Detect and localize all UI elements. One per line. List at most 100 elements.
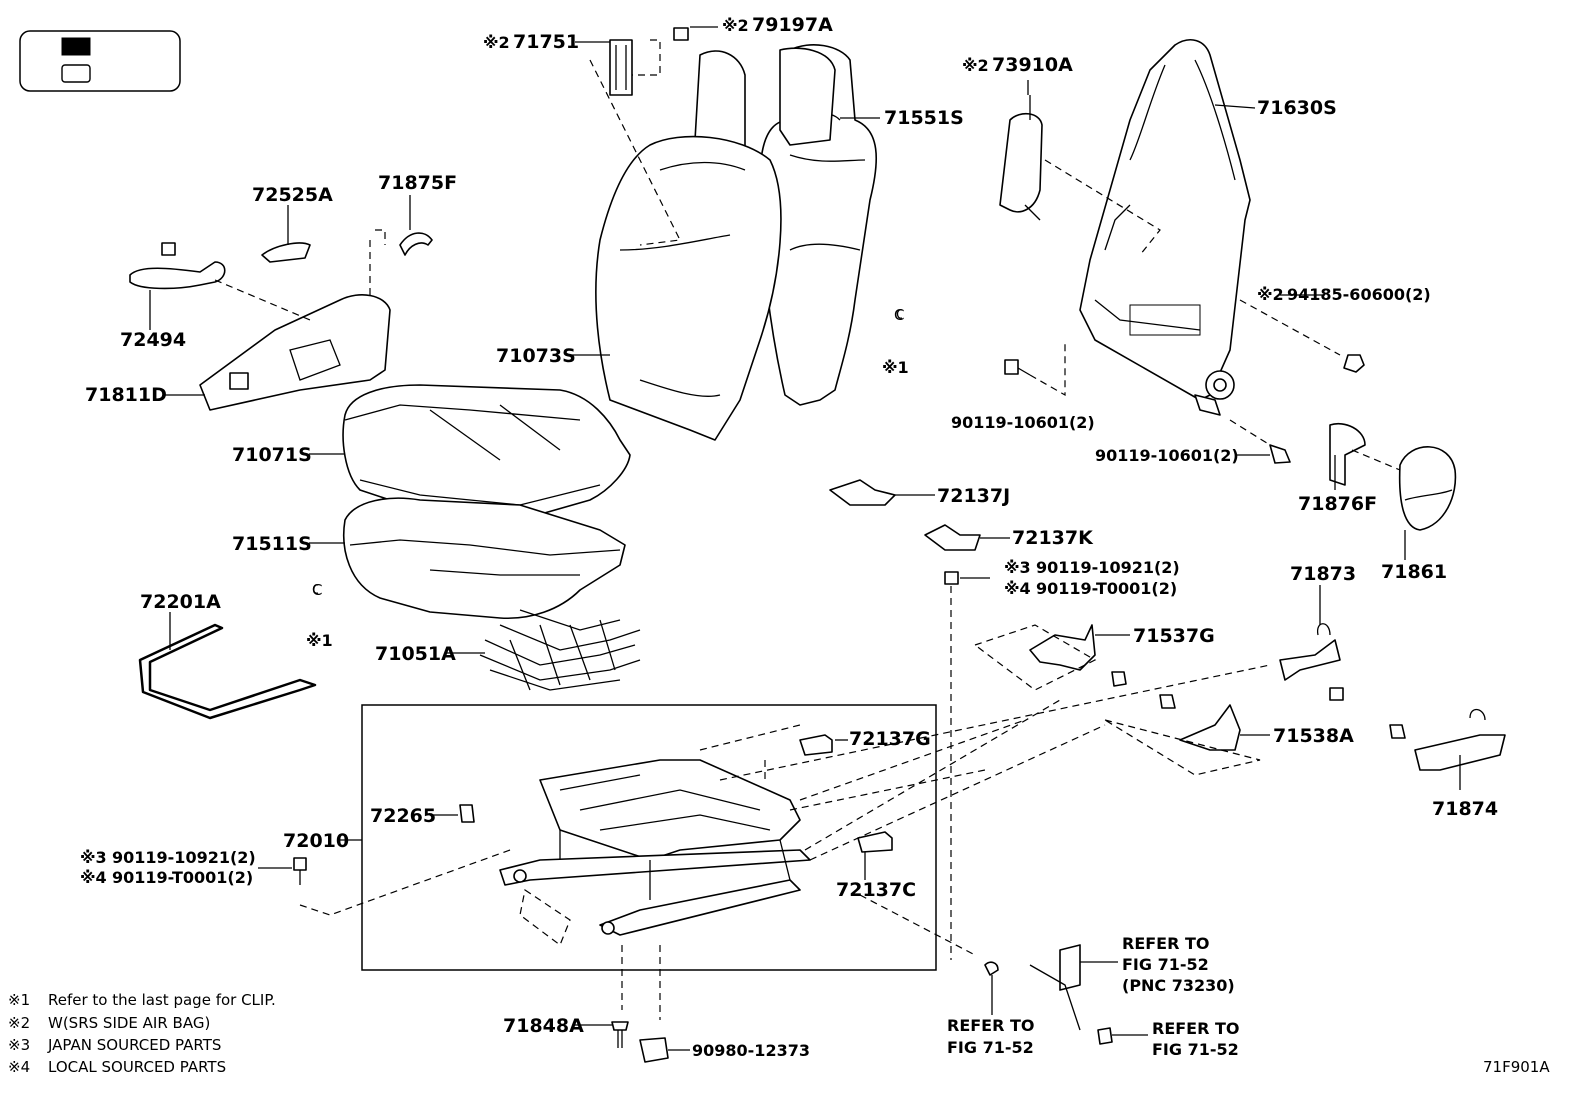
legend (19, 30, 181, 92)
label-71876F: 71876F (1298, 493, 1377, 515)
label-73910A-mark: ※2 (962, 56, 989, 75)
clip-72265-drawing (459, 804, 475, 823)
label-clip2-mark: ※1 (306, 631, 333, 650)
footnote-2-mark: ※2 (8, 1014, 30, 1032)
label-71511S: 71511S (232, 533, 312, 555)
label-79197A: 79197A (752, 14, 833, 36)
bolt-90119-10921a-drawing (944, 571, 959, 960)
label-90119-10601a: 90119-10601(2) (951, 413, 1095, 432)
label-71537G: 71537G (1133, 625, 1215, 647)
label-90119-10921b-mark: ※3 (80, 848, 107, 867)
leader-lines (149, 26, 1461, 1051)
cover-72137J-drawing (829, 479, 896, 506)
ref-left-line1: REFER TO (947, 1016, 1035, 1035)
recliner-knob-drawing (129, 242, 311, 321)
bolt-71848A-drawing (611, 1021, 629, 1048)
label-71811D: 71811D (85, 384, 167, 406)
label-71751: 71751 (513, 31, 579, 53)
cover-72137K-drawing (924, 524, 981, 551)
footnote-1-mark: ※1 (8, 991, 30, 1009)
cover-71875F-drawing (399, 232, 433, 256)
label-90119-T0001a: 90119-T0001(2) (1036, 579, 1177, 598)
label-71630S: 71630S (1257, 97, 1337, 119)
seat-back-cover-drawing (589, 50, 782, 441)
label-90119-10601b: 90119-10601(2) (1095, 446, 1239, 465)
label-72137K: 72137K (1012, 527, 1094, 549)
bracket-71538A-drawing (1104, 694, 1261, 776)
label-71848A: 71848A (503, 1015, 584, 1037)
cover-71861-drawing (1351, 446, 1457, 531)
seat-wire-drawing (138, 623, 317, 720)
seat-side-shield-drawing (199, 229, 391, 411)
seat-back-frame-drawing (1029, 39, 1341, 446)
bolt-90119-10601a-drawing (1004, 359, 1031, 376)
label-79197A-mark: ※2 (722, 16, 749, 35)
ref-top-line3: (PNC 73230) (1122, 976, 1235, 995)
bracket-71537G-drawing (973, 624, 1127, 691)
label-71051A: 71051A (375, 643, 456, 665)
label-72137C: 72137C (836, 879, 916, 901)
label-90119-T0001a-mark: ※4 (1004, 579, 1031, 598)
cover-72137C-drawing (857, 831, 893, 853)
label-72137J: 72137J (937, 485, 1010, 507)
legend-swatch-light (61, 64, 91, 83)
cover-71876F-drawing (1329, 423, 1366, 486)
rear-seat-back-cover-drawing (759, 44, 878, 406)
label-71873: 71873 (1290, 563, 1356, 585)
footnote-3-text: JAPAN SOURCED PARTS (47, 1036, 221, 1054)
seat-cushion-pad-drawing (342, 384, 631, 521)
airbag-module-drawing (999, 95, 1043, 221)
bolt-90119-10601b-drawing (1269, 444, 1291, 464)
label-71874: 71874 (1432, 798, 1498, 820)
clip-c-drawing (312, 309, 903, 594)
label-72525A: 72525A (252, 184, 333, 206)
ref-top-line1: REFER TO (1122, 934, 1210, 953)
ref-right-line1: REFER TO (1152, 1019, 1240, 1038)
footnote-2-text: W(SRS SIDE AIR BAG) (48, 1014, 210, 1032)
bolt-90119-10921b-drawing (293, 857, 307, 885)
label-90980: 90980-12373 (692, 1041, 810, 1060)
footnotes: ※1 Refer to the last page for CLIP. ※2 W… (8, 991, 276, 1076)
seat-adjuster-box (361, 704, 937, 971)
label-90119-T0001b-mark: ※4 (80, 868, 107, 887)
label-94185-mark: ※2 (1257, 285, 1284, 304)
label-71538A: 71538A (1273, 725, 1354, 747)
label-72265: 72265 (370, 805, 436, 827)
label-72010: 72010 (283, 830, 349, 852)
cover-72525A-drawing (261, 242, 311, 263)
ref-left-line2: FIG 71-52 (947, 1038, 1034, 1057)
seat-spring-drawing (479, 609, 641, 691)
legend-swatch-dark (61, 37, 91, 56)
label-73910A: 73910A (992, 54, 1073, 76)
clip-71751-drawing (609, 27, 689, 96)
label-90119-10921a-mark: ※3 (1004, 558, 1031, 577)
figure-references: REFER TO FIG 71-52 (PNC 73230) REFER TO … (947, 934, 1240, 1059)
label-94185: 94185-60600(2) (1287, 285, 1431, 304)
part-labels: ※2 71751 ※2 79197A 71551S ※2 73910A 7163… (80, 14, 1498, 1060)
label-clip2-glyph: C (312, 581, 322, 599)
label-71875F: 71875F (378, 172, 457, 194)
connector-90980-drawing (639, 1037, 669, 1063)
label-72201A: 72201A (140, 591, 221, 613)
seat-adjuster-drawing (299, 664, 1271, 1020)
nut-94185-drawing (1343, 354, 1365, 373)
seat-cushion-cover-drawing (343, 497, 626, 620)
figure-code: 71F901A (1483, 1058, 1550, 1076)
label-71861: 71861 (1381, 561, 1447, 583)
bracket-71873-drawing (1279, 623, 1344, 701)
label-90119-10921a: 90119-10921(2) (1036, 558, 1180, 577)
cover-72137G-drawing (799, 734, 833, 756)
footnote-3-mark: ※3 (8, 1036, 30, 1054)
label-90119-10921b: 90119-10921(2) (112, 848, 256, 867)
seat-belt-buckle-drawing (984, 944, 1113, 1045)
footnote-4-text: LOCAL SOURCED PARTS (48, 1058, 226, 1076)
label-72494: 72494 (120, 329, 186, 351)
label-72137G: 72137G (849, 728, 931, 750)
label-71551S: 71551S (884, 107, 964, 129)
footnote-4-mark: ※4 (8, 1058, 30, 1076)
label-71071S: 71071S (232, 444, 312, 466)
ref-top-line2: FIG 71-52 (1122, 955, 1209, 974)
ref-right-line2: FIG 71-52 (1152, 1040, 1239, 1059)
label-71073S: 71073S (496, 345, 576, 367)
